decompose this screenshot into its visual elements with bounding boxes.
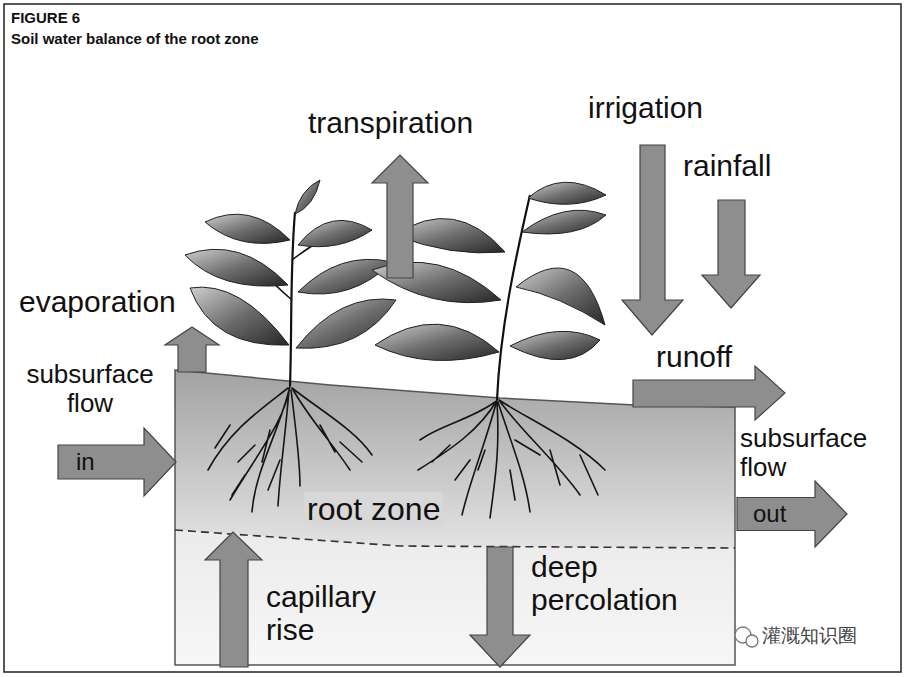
arrow-outline: [58, 428, 176, 496]
leaf: [375, 324, 499, 360]
flow-label: runoff: [656, 340, 732, 373]
arrow-label: out: [753, 501, 786, 527]
soil-block-outline: [175, 370, 735, 665]
subsoil-band: [175, 530, 735, 665]
evaporation-arrow: [165, 327, 219, 372]
subsurface-inflow-arrow: subsurface flowin: [58, 428, 176, 496]
plant-roots: [418, 400, 605, 518]
arrow-body: [58, 428, 176, 496]
root-zone-band: root zone: [176, 408, 734, 536]
runoff-arrow: [633, 366, 785, 420]
watermark: 灌溉知识圈: [762, 625, 857, 646]
leaf: [510, 331, 600, 359]
arrow-body: [737, 481, 847, 547]
root-zone-boundary: [175, 530, 735, 548]
figure-frame: [4, 4, 901, 672]
watermark-icon: [746, 635, 758, 647]
flow-label: deep percolation: [531, 550, 696, 616]
subsurface-outflow-arrow: subsurface flowout: [737, 481, 847, 547]
leaf: [298, 220, 372, 246]
leaf: [298, 259, 392, 294]
figure-number: FIGURE 6: [11, 10, 80, 27]
figure-title: Soil water balance of the root zone: [11, 31, 259, 48]
flow-label: transpiration: [308, 106, 473, 139]
leaf: [185, 249, 288, 286]
leaf: [516, 268, 605, 325]
zone-label: root zone: [304, 492, 443, 527]
rainfall-arrow: [702, 200, 760, 308]
capillary-rise-arrow: [205, 532, 262, 667]
leaf: [528, 182, 606, 204]
arrow-label: in: [76, 449, 95, 475]
flow-heading: subsurface flow: [15, 360, 165, 417]
leaf: [295, 180, 320, 214]
flow-label: irrigation: [588, 91, 703, 124]
leaf: [205, 214, 290, 243]
flow-label: evaporation: [19, 285, 176, 318]
leaf: [522, 210, 606, 234]
plant-stem: [497, 195, 530, 400]
node-outline: [176, 408, 734, 536]
transpiration-arrow: [372, 155, 428, 278]
deep-percolation-arrow: [470, 547, 530, 667]
flow-heading: subsurface flow: [740, 424, 890, 481]
irrigation-arrow: [622, 145, 683, 335]
flow-label: rainfall: [683, 149, 771, 182]
flow-label: capillary rise: [266, 580, 391, 646]
